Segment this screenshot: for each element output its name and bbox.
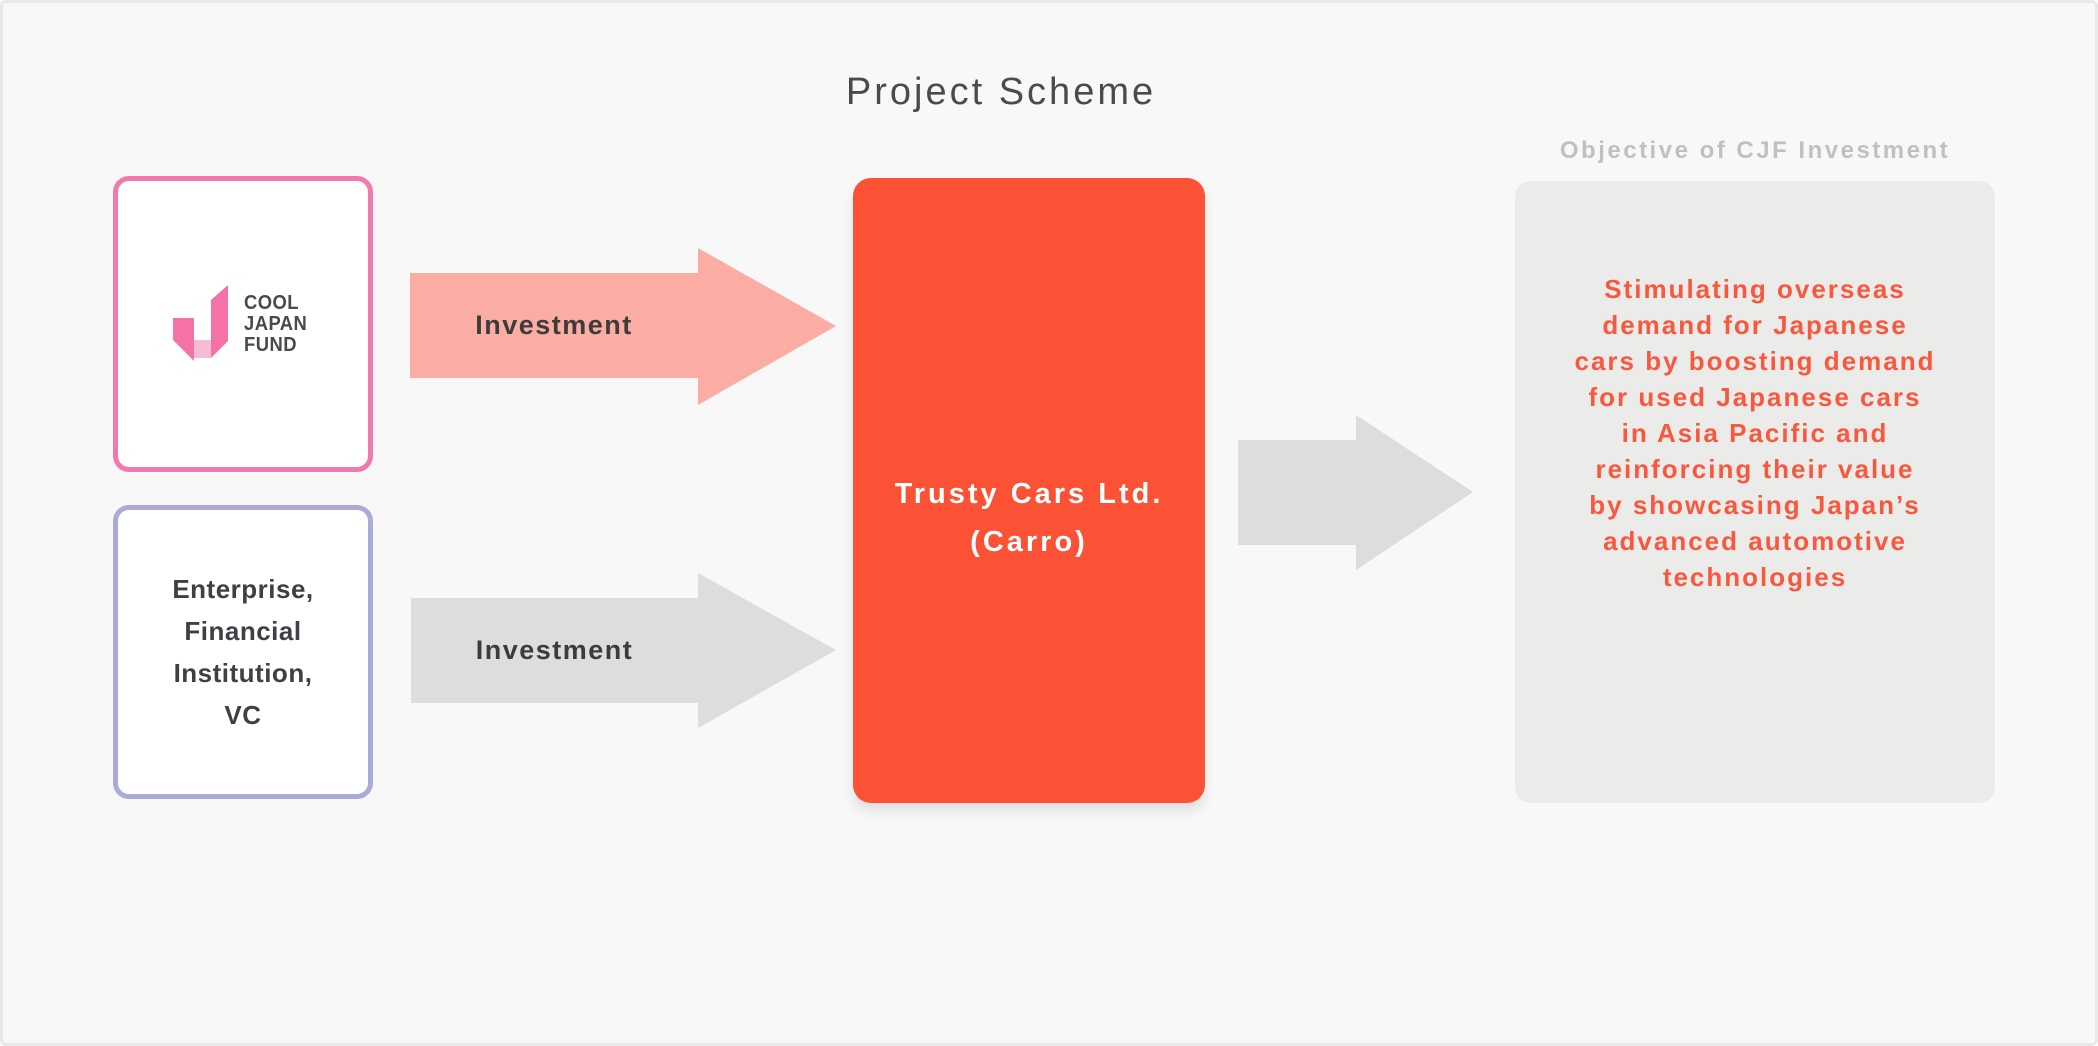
logo-line: FUND — [244, 333, 298, 356]
to-objective-arrow — [1238, 415, 1473, 570]
text-line: Financial — [184, 616, 302, 646]
page-title: Project Scheme — [845, 71, 1157, 113]
text-line: Enterprise, — [172, 574, 314, 604]
investment-arrow-label: Investment — [475, 635, 634, 665]
arrow-shape — [1238, 415, 1473, 570]
objective-line: advanced automotive — [1603, 526, 1907, 556]
cool-japan-fund-box: COOL JAPAN FUND — [113, 176, 373, 472]
investment-arrow-label: Investment — [475, 310, 633, 340]
objective-heading: Objective of CJF Investment — [1559, 137, 1951, 164]
text-line: VC — [224, 700, 262, 730]
objective-line: Stimulating overseas — [1604, 274, 1906, 304]
logo-line: JAPAN — [244, 312, 308, 335]
objective-line: for used Japanese cars — [1588, 382, 1922, 412]
investors-label: Enterprise, Financial Institution, VC — [172, 568, 313, 736]
text-line: Institution, — [173, 658, 313, 688]
cjf-logo-wordmark: COOL JAPAN FUND — [244, 291, 308, 356]
logo-line: COOL — [244, 291, 300, 314]
company-alias: (Carro) — [970, 526, 1088, 558]
objective-line: reinforcing their value — [1595, 454, 1915, 484]
objective-line: by showcasing Japan’s — [1589, 490, 1921, 520]
investors-box: Enterprise, Financial Institution, VC — [113, 505, 373, 799]
cool-japan-fund-logo: COOL JAPAN FUND — [173, 285, 313, 363]
investors-investment-arrow: Investment — [411, 573, 836, 728]
cjf-j-icon — [173, 285, 229, 361]
objective-line: technologies — [1662, 562, 1848, 592]
cjf-investment-arrow: Investment — [410, 248, 836, 405]
objective-line: cars by boosting demand — [1574, 346, 1936, 376]
objective-line: demand for Japanese — [1602, 310, 1908, 340]
objective-line: in Asia Pacific and — [1621, 418, 1889, 448]
objective-box: Stimulating overseas demand for Japanese… — [1515, 181, 1995, 803]
company-name: Trusty Cars Ltd. — [894, 478, 1164, 510]
trusty-cars-box: Trusty Cars Ltd. (Carro) — [853, 178, 1205, 803]
